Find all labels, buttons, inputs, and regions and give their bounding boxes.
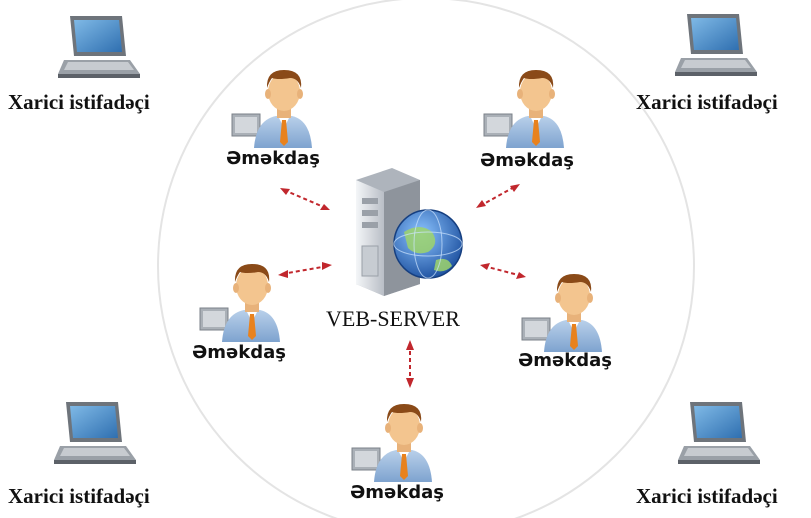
employee-label: Əməkdaş bbox=[192, 342, 286, 363]
connection-arrow bbox=[479, 185, 517, 207]
server-label: VEB-SERVER bbox=[326, 306, 460, 331]
laptop-icon bbox=[54, 402, 136, 464]
employee-label: Əməkdaş bbox=[350, 482, 444, 503]
external-user-label: Xarici istifadəçi bbox=[636, 90, 778, 114]
connection-arrow bbox=[281, 265, 329, 275]
employee-icon bbox=[199, 263, 281, 343]
network-circle bbox=[157, 0, 695, 518]
laptop-icon bbox=[675, 14, 757, 76]
connection-arrow bbox=[483, 265, 523, 277]
connection-arrow bbox=[283, 189, 327, 209]
employee-label: Əməkdaş bbox=[226, 148, 320, 169]
employee-icon bbox=[351, 403, 433, 483]
employee-label: Əməkdaş bbox=[480, 150, 574, 171]
employee-icon bbox=[483, 69, 565, 149]
employee-icon bbox=[521, 273, 603, 353]
external-user-label: Xarici istifadəçi bbox=[636, 484, 778, 508]
server-icon bbox=[356, 168, 463, 296]
laptop-icon bbox=[58, 16, 140, 78]
employee-label: Əməkdaş bbox=[518, 350, 612, 371]
employee-icon bbox=[231, 69, 313, 149]
arrowheads bbox=[278, 184, 526, 388]
external-user-label: Xarici istifadəçi bbox=[8, 484, 150, 508]
external-user-label: Xarici istifadəçi bbox=[8, 90, 150, 114]
laptop-icon bbox=[678, 402, 760, 464]
connection-arrows bbox=[281, 185, 523, 384]
